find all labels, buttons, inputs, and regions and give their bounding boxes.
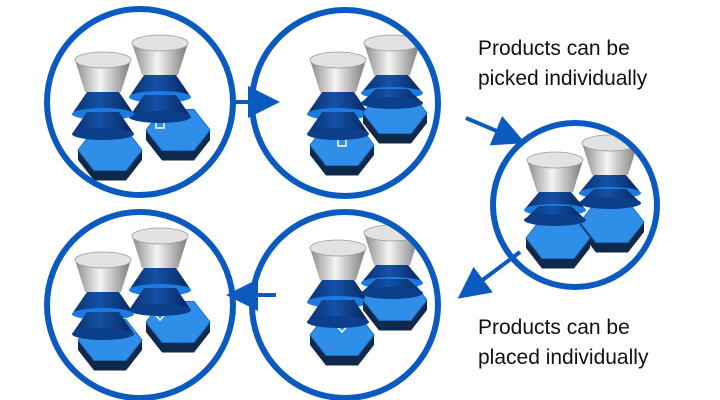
vacuum-gripper	[579, 134, 641, 209]
bellows-fold	[307, 112, 369, 134]
gripper-head	[132, 236, 188, 268]
bellows-fold	[307, 280, 369, 302]
bellows-rim	[72, 328, 134, 340]
vacuum-gripper	[524, 151, 586, 226]
bellows-rim	[579, 197, 641, 209]
vacuum-gripper	[307, 239, 369, 328]
bellows-rim	[129, 111, 191, 123]
step-both-picked	[490, 120, 660, 290]
gripper-head	[310, 60, 366, 92]
vacuum-gripper	[72, 51, 134, 140]
bellows-rim	[361, 97, 423, 109]
gripper-head	[364, 233, 420, 265]
gripper-head-top	[131, 227, 189, 245]
bellows-fold	[129, 95, 191, 117]
step-content	[72, 34, 211, 181]
caption-picked-line1: Products can be	[478, 37, 630, 60]
caption-placed-line1: Products can be	[478, 316, 630, 339]
bellows-fold	[129, 288, 191, 310]
step-content	[307, 34, 428, 176]
bellows-rim	[307, 316, 369, 328]
bellows-rim	[72, 128, 134, 140]
bellows-rim	[307, 128, 369, 140]
gripper-head-top	[131, 34, 189, 52]
bellows-rim	[524, 214, 586, 226]
gripper-head-top	[309, 51, 367, 69]
gripper-head	[527, 160, 583, 192]
gripper-head	[364, 43, 420, 75]
step-both-placed	[44, 209, 236, 400]
bellows-fold	[72, 112, 134, 134]
bellows-fold	[307, 92, 369, 114]
gripper-head	[132, 43, 188, 75]
bellows-fold	[307, 300, 369, 322]
gripper-head	[75, 60, 131, 92]
hexagon-product	[525, 217, 591, 269]
gripper-head-top	[526, 151, 584, 169]
bellows-rim	[129, 304, 191, 316]
step-content	[72, 227, 211, 371]
step-content	[524, 134, 645, 269]
gripper-head-top	[309, 239, 367, 257]
flow-arrow-icon	[457, 250, 522, 299]
bellows-fold	[129, 75, 191, 97]
vacuum-gripper	[361, 34, 423, 109]
vacuum-gripper	[129, 227, 191, 316]
bellows-fold	[72, 92, 134, 114]
caption-placed: Products can be placed individually	[478, 313, 648, 373]
gripper-head-top	[74, 251, 132, 269]
gripper-head	[310, 248, 366, 280]
vacuum-gripper	[307, 51, 369, 140]
vacuum-gripper	[129, 34, 191, 123]
bellows-fold	[72, 312, 134, 334]
hexagon-product	[77, 129, 143, 181]
caption-picked: Products can be picked individually	[478, 34, 647, 94]
caption-picked-line2: picked individually	[478, 67, 648, 90]
caption-placed-line2: placed individually	[478, 346, 649, 369]
gripper-head-top	[74, 51, 132, 69]
vacuum-gripper	[72, 251, 134, 340]
step-both-open-lift	[44, 6, 236, 198]
hexagon-product	[579, 201, 645, 253]
gripper-head	[75, 260, 131, 292]
gripper-head	[582, 143, 638, 175]
bellows-fold	[129, 268, 191, 290]
step-one-placed	[249, 209, 441, 400]
bellows-rim	[361, 287, 423, 299]
bellows-fold	[72, 292, 134, 314]
step-one-picked	[249, 7, 441, 199]
flow-arrow-icon	[465, 115, 526, 146]
